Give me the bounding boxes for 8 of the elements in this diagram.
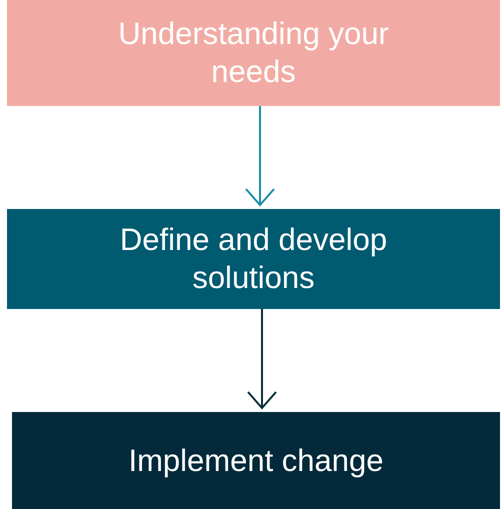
arrow [245, 106, 275, 207]
box-label: Implement change [127, 442, 385, 480]
arrow [247, 309, 277, 410]
box-label: Define and develop solutions [118, 221, 388, 297]
process-box [7, 0, 500, 106]
process-box [7, 209, 500, 309]
box-label: Understanding your needs [117, 15, 390, 91]
process-box [12, 412, 500, 509]
